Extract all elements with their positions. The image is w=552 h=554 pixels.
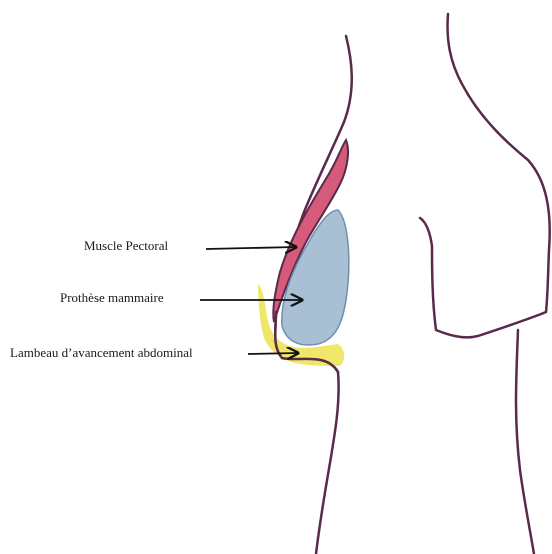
label-prothese-mammaire: Prothèse mammaire (60, 290, 164, 305)
back-body-outline (420, 14, 550, 554)
label-lambeau-abdominal: Lambeau d’avancement abdominal (10, 345, 193, 360)
prosthesis-shape (282, 210, 349, 345)
arrow-muscle-pectoral (206, 247, 296, 249)
arrow-lambeau-abdominal (248, 353, 298, 354)
label-muscle-pectoral: Muscle Pectoral (84, 238, 169, 253)
